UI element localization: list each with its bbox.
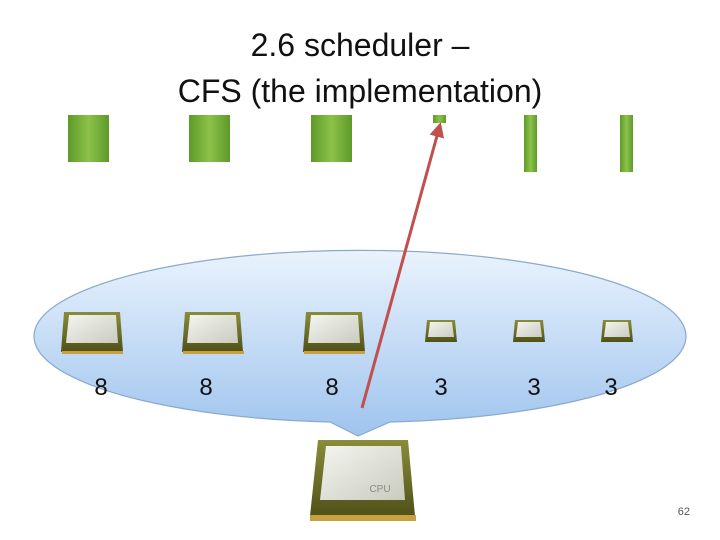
timeslice-bar-2	[189, 115, 230, 162]
title-line-1: 2.6 scheduler –	[250, 27, 470, 63]
task-chip-5	[513, 320, 545, 342]
task-weight-3: 8	[325, 374, 339, 401]
task-weight-5: 3	[527, 374, 541, 401]
timeslice-bar-4	[433, 115, 446, 123]
timeslice-bar-5	[524, 115, 537, 172]
task-chip-1	[61, 312, 123, 354]
task-weight-4: 3	[434, 374, 448, 401]
task-weight-6: 3	[604, 374, 618, 401]
slide-title: 2.6 scheduler – CFS (the implementation)	[0, 22, 720, 114]
task-weight-1: 8	[94, 374, 108, 401]
task-chip-3	[303, 312, 365, 354]
timeslice-bar-1	[68, 115, 109, 162]
page-number: 62	[677, 506, 690, 518]
title-line-2: CFS (the implementation)	[177, 73, 543, 109]
cpu-chip-label: CPU	[369, 484, 390, 495]
task-chip-2	[182, 312, 244, 354]
timeslice-bar-3	[311, 115, 352, 162]
schedule-arrow	[360, 122, 445, 409]
cpu-chip-icon: CPU	[310, 440, 416, 521]
task-weight-2: 8	[199, 374, 213, 401]
task-chip-4	[425, 320, 457, 342]
timeslice-bar-6	[620, 115, 633, 172]
task-chip-6	[601, 320, 633, 342]
